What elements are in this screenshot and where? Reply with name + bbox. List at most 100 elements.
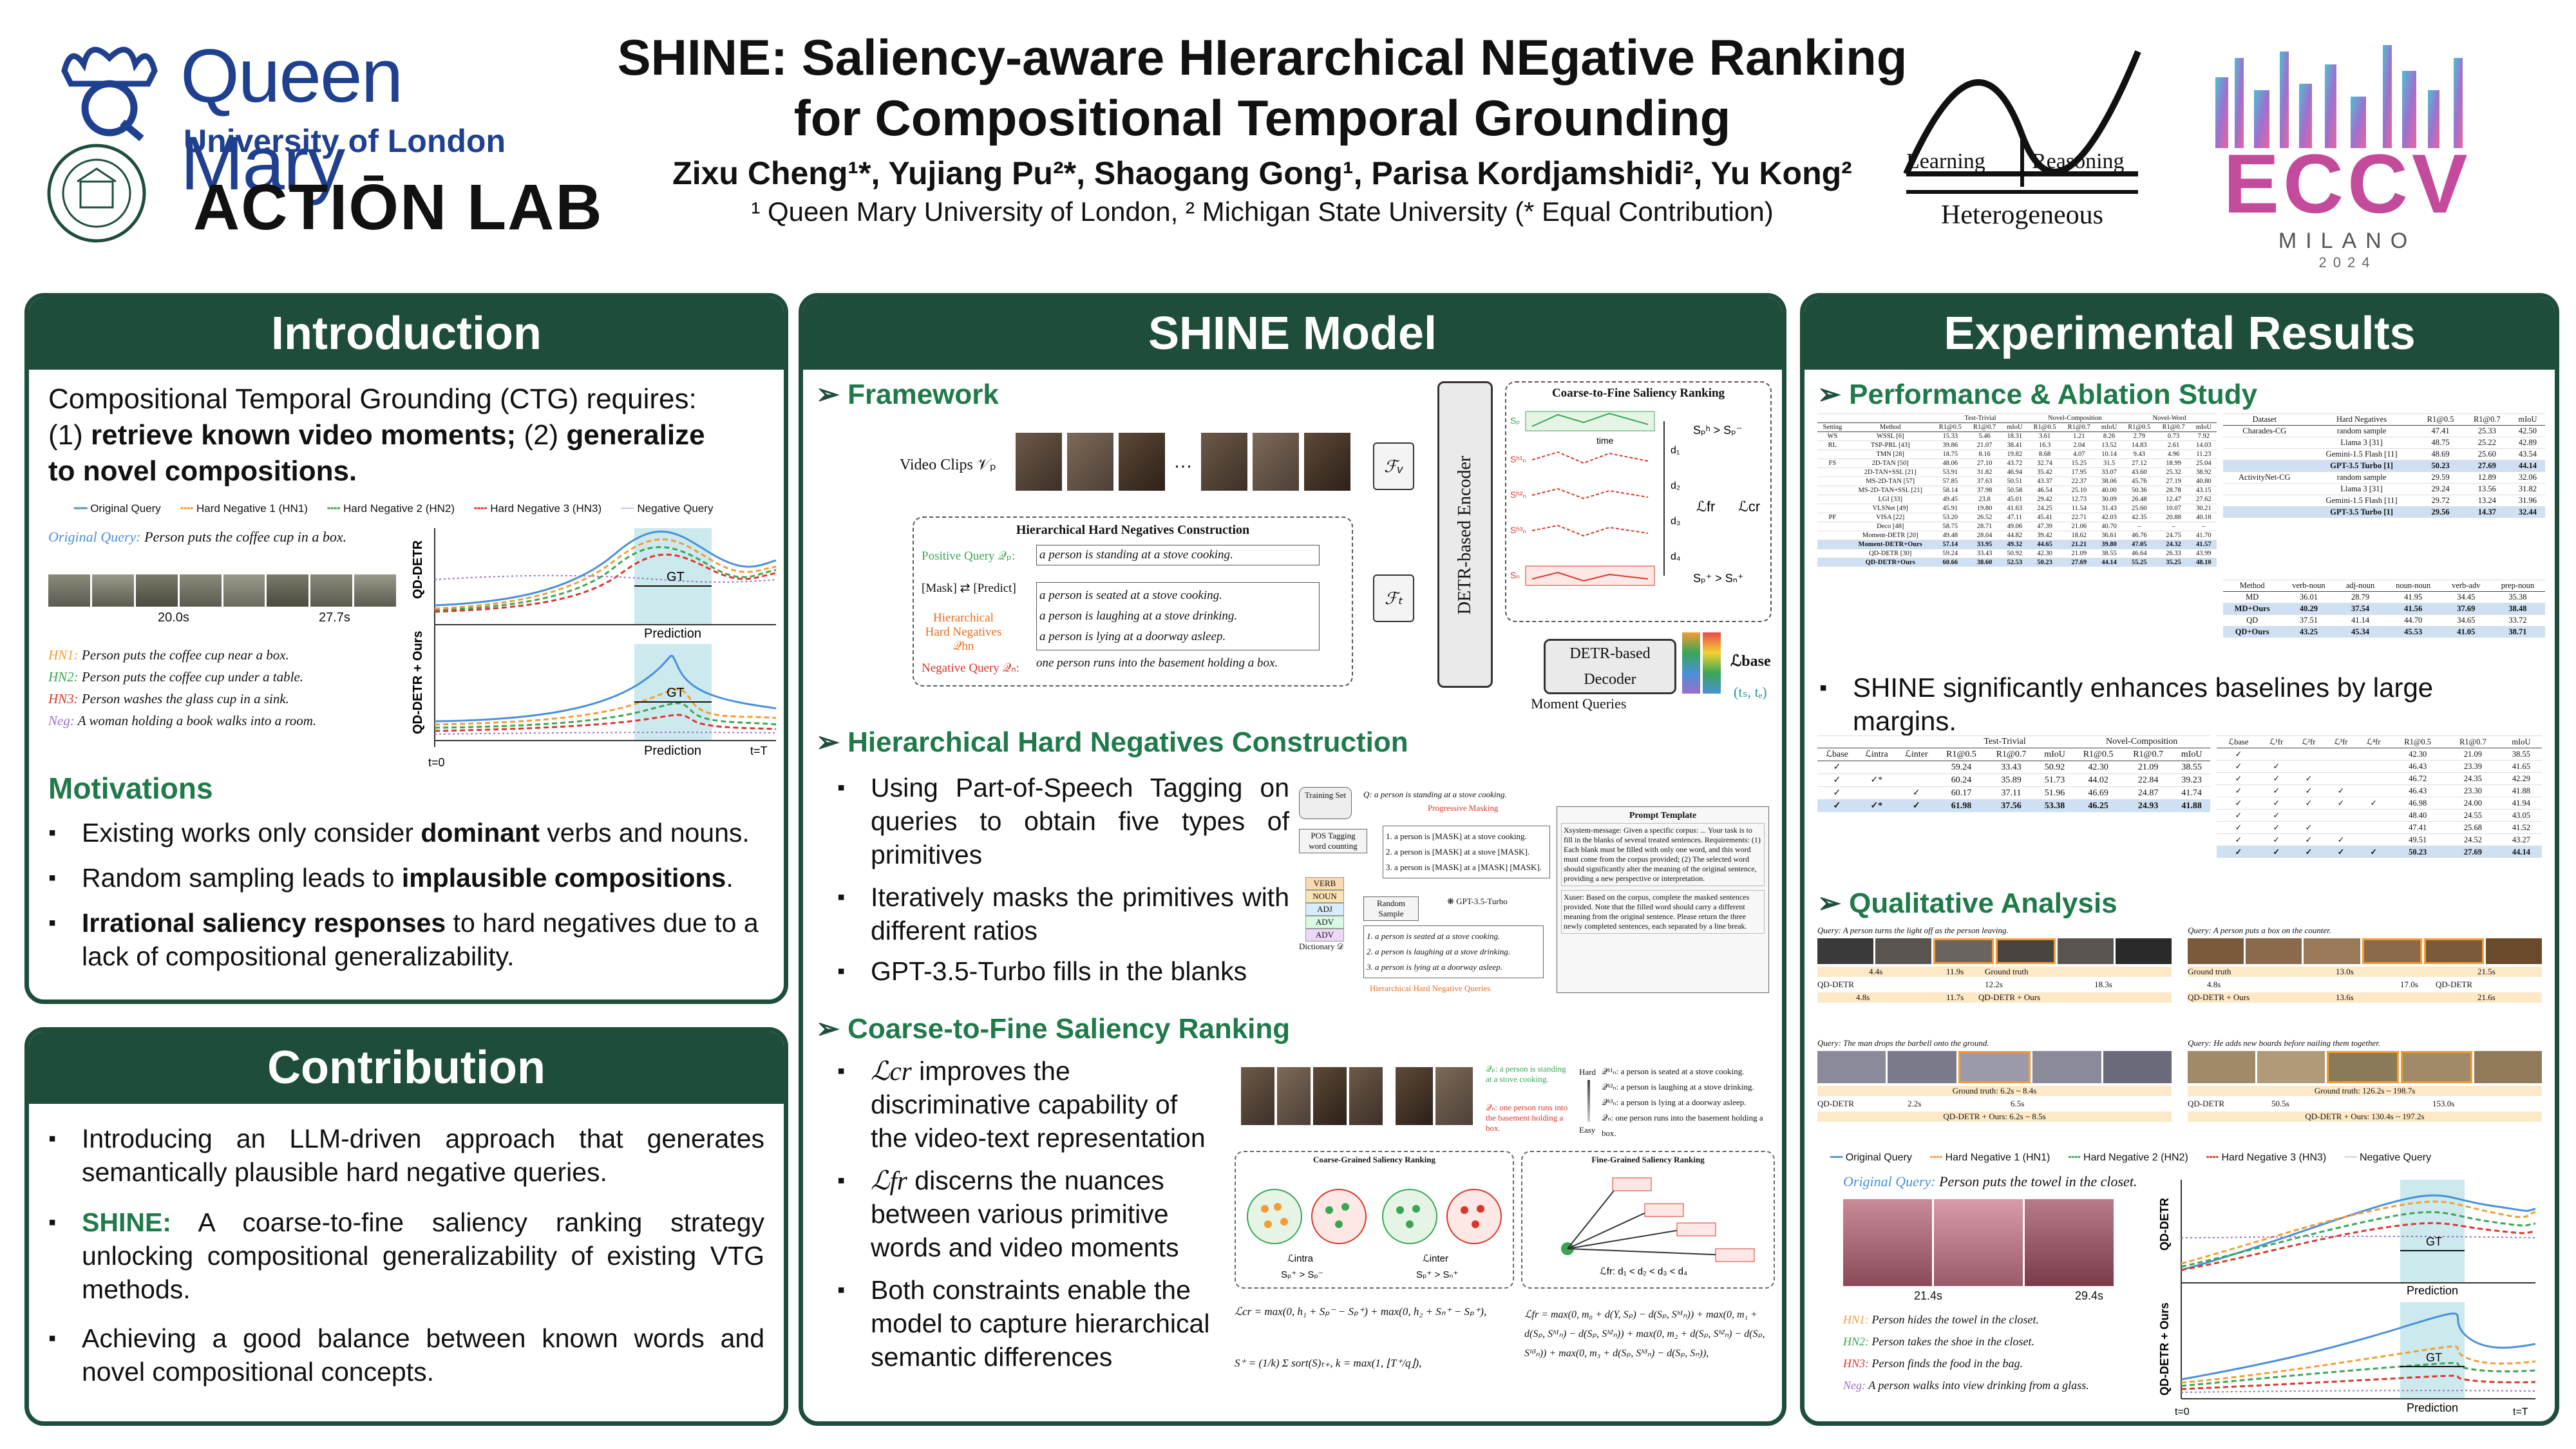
table-cell: 41.95 bbox=[2384, 591, 2442, 603]
table-cell: 45.01 bbox=[2002, 495, 2028, 504]
table-cell: 41.63 bbox=[2002, 504, 2028, 513]
table-cell: 23.30 bbox=[2445, 784, 2501, 797]
table-cell bbox=[1817, 450, 1848, 459]
table-cell: 44.14 bbox=[2096, 558, 2123, 567]
table-cell: ✓ bbox=[2217, 833, 2260, 846]
svg-text:ℒcr: ℒcr bbox=[1738, 498, 1760, 515]
hhnc-box-title: Hierarchical Hard Negatives Construction bbox=[1016, 523, 1250, 537]
table-cell: 55.25 bbox=[2122, 558, 2157, 567]
table-cell: 50.23 bbox=[2390, 846, 2446, 858]
table-cell: 8.16 bbox=[1967, 450, 2002, 459]
affiliations: ¹ Queen Mary University of London, ² Mic… bbox=[751, 196, 1774, 227]
table-cell: 17.95 bbox=[2061, 468, 2096, 477]
table-cell: 41.88 bbox=[2173, 799, 2210, 812]
intro-video-strip bbox=[48, 574, 396, 607]
table-cell: ✓ bbox=[1817, 799, 1857, 812]
table-cell bbox=[1817, 549, 1848, 558]
table-cell bbox=[1817, 540, 1848, 549]
model-heading: SHINE Model bbox=[803, 298, 1782, 370]
hhnc-bullet: Iteratively masks the primitives with di… bbox=[837, 880, 1289, 947]
table-cell bbox=[2357, 748, 2391, 761]
table-cell: 41.88 bbox=[2500, 784, 2542, 797]
results-panel: Experimental Results ➢ Performance & Abl… bbox=[1800, 293, 2559, 1426]
table-cell: 53.91 bbox=[1933, 468, 1967, 477]
table-cell: 26.52 bbox=[1967, 513, 2002, 522]
table-cell: QD-DETR [30] bbox=[1847, 549, 1933, 558]
table-cell: 46.25 bbox=[2073, 799, 2123, 812]
poster-title: SHINE: Saliency-aware HIerarchical NEgat… bbox=[567, 27, 1958, 148]
table-cell: 45.91 bbox=[1933, 504, 1967, 513]
table-cell: 5.46 bbox=[1967, 431, 2002, 441]
lhr-right: Reasoning bbox=[2032, 149, 2125, 173]
eq-lfr: ℒfr = max(0, m₀ + d(Y, Sₚ) − d(Sₚ, Sʰ¹ₙ)… bbox=[1524, 1309, 1765, 1359]
table-cell: 31.82 bbox=[1967, 468, 2002, 477]
svg-text:QD-DETR + Ours: QD-DETR + Ours bbox=[2158, 1302, 2171, 1396]
table-cell: 20.88 bbox=[2156, 513, 2191, 522]
table-cell: 21.09 bbox=[2061, 549, 2096, 558]
dictionary-label: Dictionary 𝒟 bbox=[1299, 942, 1344, 951]
table-cell: 41.94 bbox=[2500, 797, 2542, 810]
svg-text:QD-DETR: QD-DETR bbox=[2158, 1198, 2171, 1251]
table-cell: ✓ bbox=[2260, 784, 2293, 797]
table-cell bbox=[2324, 760, 2358, 773]
title-line-2: for Compositional Temporal Grounding bbox=[793, 90, 1731, 146]
fv-module: ℱᵥ bbox=[1373, 442, 1414, 490]
table-cell: 2D-TAN [50] bbox=[1847, 459, 1933, 468]
ft-module: ℱₜ bbox=[1373, 574, 1414, 622]
qual-hn-list: HN1: Person hides the towel in the close… bbox=[1843, 1309, 2152, 1396]
table-cell: 33.72 bbox=[2490, 614, 2545, 627]
eccv-year: 2024 bbox=[2318, 254, 2376, 270]
table-cell: 41.74 bbox=[2173, 786, 2210, 800]
table-cell: 15.25 bbox=[2061, 459, 2096, 468]
table-cell: 30.09 bbox=[2096, 495, 2123, 504]
table-cell: 22.71 bbox=[2061, 513, 2096, 522]
table-column-header: mIoU bbox=[2500, 735, 2542, 748]
table-cell: 60.17 bbox=[1936, 786, 1987, 800]
intro-hn3: HN3: Person washes the glass cup in a si… bbox=[48, 691, 289, 706]
positive-query-label: Positive Query 𝒬ₚ: bbox=[922, 549, 1016, 563]
table-cell bbox=[2324, 748, 2358, 761]
framework-heading: ➢ Framework bbox=[816, 379, 999, 410]
ctg-line-2: (1) retrieve known video moments; (2) ge… bbox=[48, 417, 770, 453]
contribution-item: Introducing an LLM-driven approach that … bbox=[48, 1122, 764, 1189]
svg-text:Sʰ³ₙ: Sʰ³ₙ bbox=[1510, 525, 1526, 535]
table-cell: 18.62 bbox=[2061, 531, 2096, 540]
table-cell: 46.64 bbox=[2122, 549, 2157, 558]
table-cell: 53.38 bbox=[2036, 799, 2074, 812]
table-cell: ✓ bbox=[2260, 821, 2293, 834]
detr-decoder: DETR-based Decoder bbox=[1544, 639, 1676, 694]
table-column-header: mIoU bbox=[2510, 413, 2545, 426]
table-cell: 47.11 bbox=[2002, 513, 2028, 522]
table-cell: FS bbox=[1817, 459, 1848, 468]
table-cell: Gemini-1.5 Flash [11] bbox=[2306, 495, 2418, 507]
table-cell: ✓ bbox=[2260, 760, 2293, 773]
table-cell: TMN [28] bbox=[1847, 450, 1933, 459]
table-cell: ✓ bbox=[2324, 797, 2358, 810]
svg-text:Prediction: Prediction bbox=[2407, 1401, 2458, 1414]
table-cell: 35.89 bbox=[1986, 773, 2036, 787]
table-cell: 27.69 bbox=[2061, 558, 2096, 567]
title-line-1: SHINE: Saliency-aware HIerarchical NEgat… bbox=[617, 29, 1908, 86]
table-cell: 29.72 bbox=[2417, 495, 2464, 507]
fine-box: Fine-Grained Saliency Ranking ℒfr: d₁ < … bbox=[1521, 1151, 1775, 1289]
intro-legend: ━━ Original Query ╍╍ Hard Negative 1 (HN… bbox=[74, 502, 770, 515]
table-cell: 12.89 bbox=[2463, 471, 2510, 484]
table-cell bbox=[2223, 506, 2306, 518]
table-cell bbox=[2357, 772, 2391, 785]
table-cell: 43.60 bbox=[2122, 468, 2157, 477]
ctg-statement: Compositional Temporal Grounding (CTG) r… bbox=[48, 381, 770, 489]
table-cell: 31.5 bbox=[2096, 459, 2123, 468]
table-cell: 12.47 bbox=[2156, 495, 2191, 504]
table-column-header: ℒbase bbox=[2217, 735, 2260, 748]
table-cell: 47.41 bbox=[2390, 821, 2446, 834]
table-cell: 3.61 bbox=[2027, 431, 2062, 441]
table-cell: 37.98 bbox=[1967, 486, 2002, 495]
table-cell: 44.02 bbox=[2073, 773, 2123, 787]
table-column-header: Method bbox=[1847, 422, 1933, 432]
